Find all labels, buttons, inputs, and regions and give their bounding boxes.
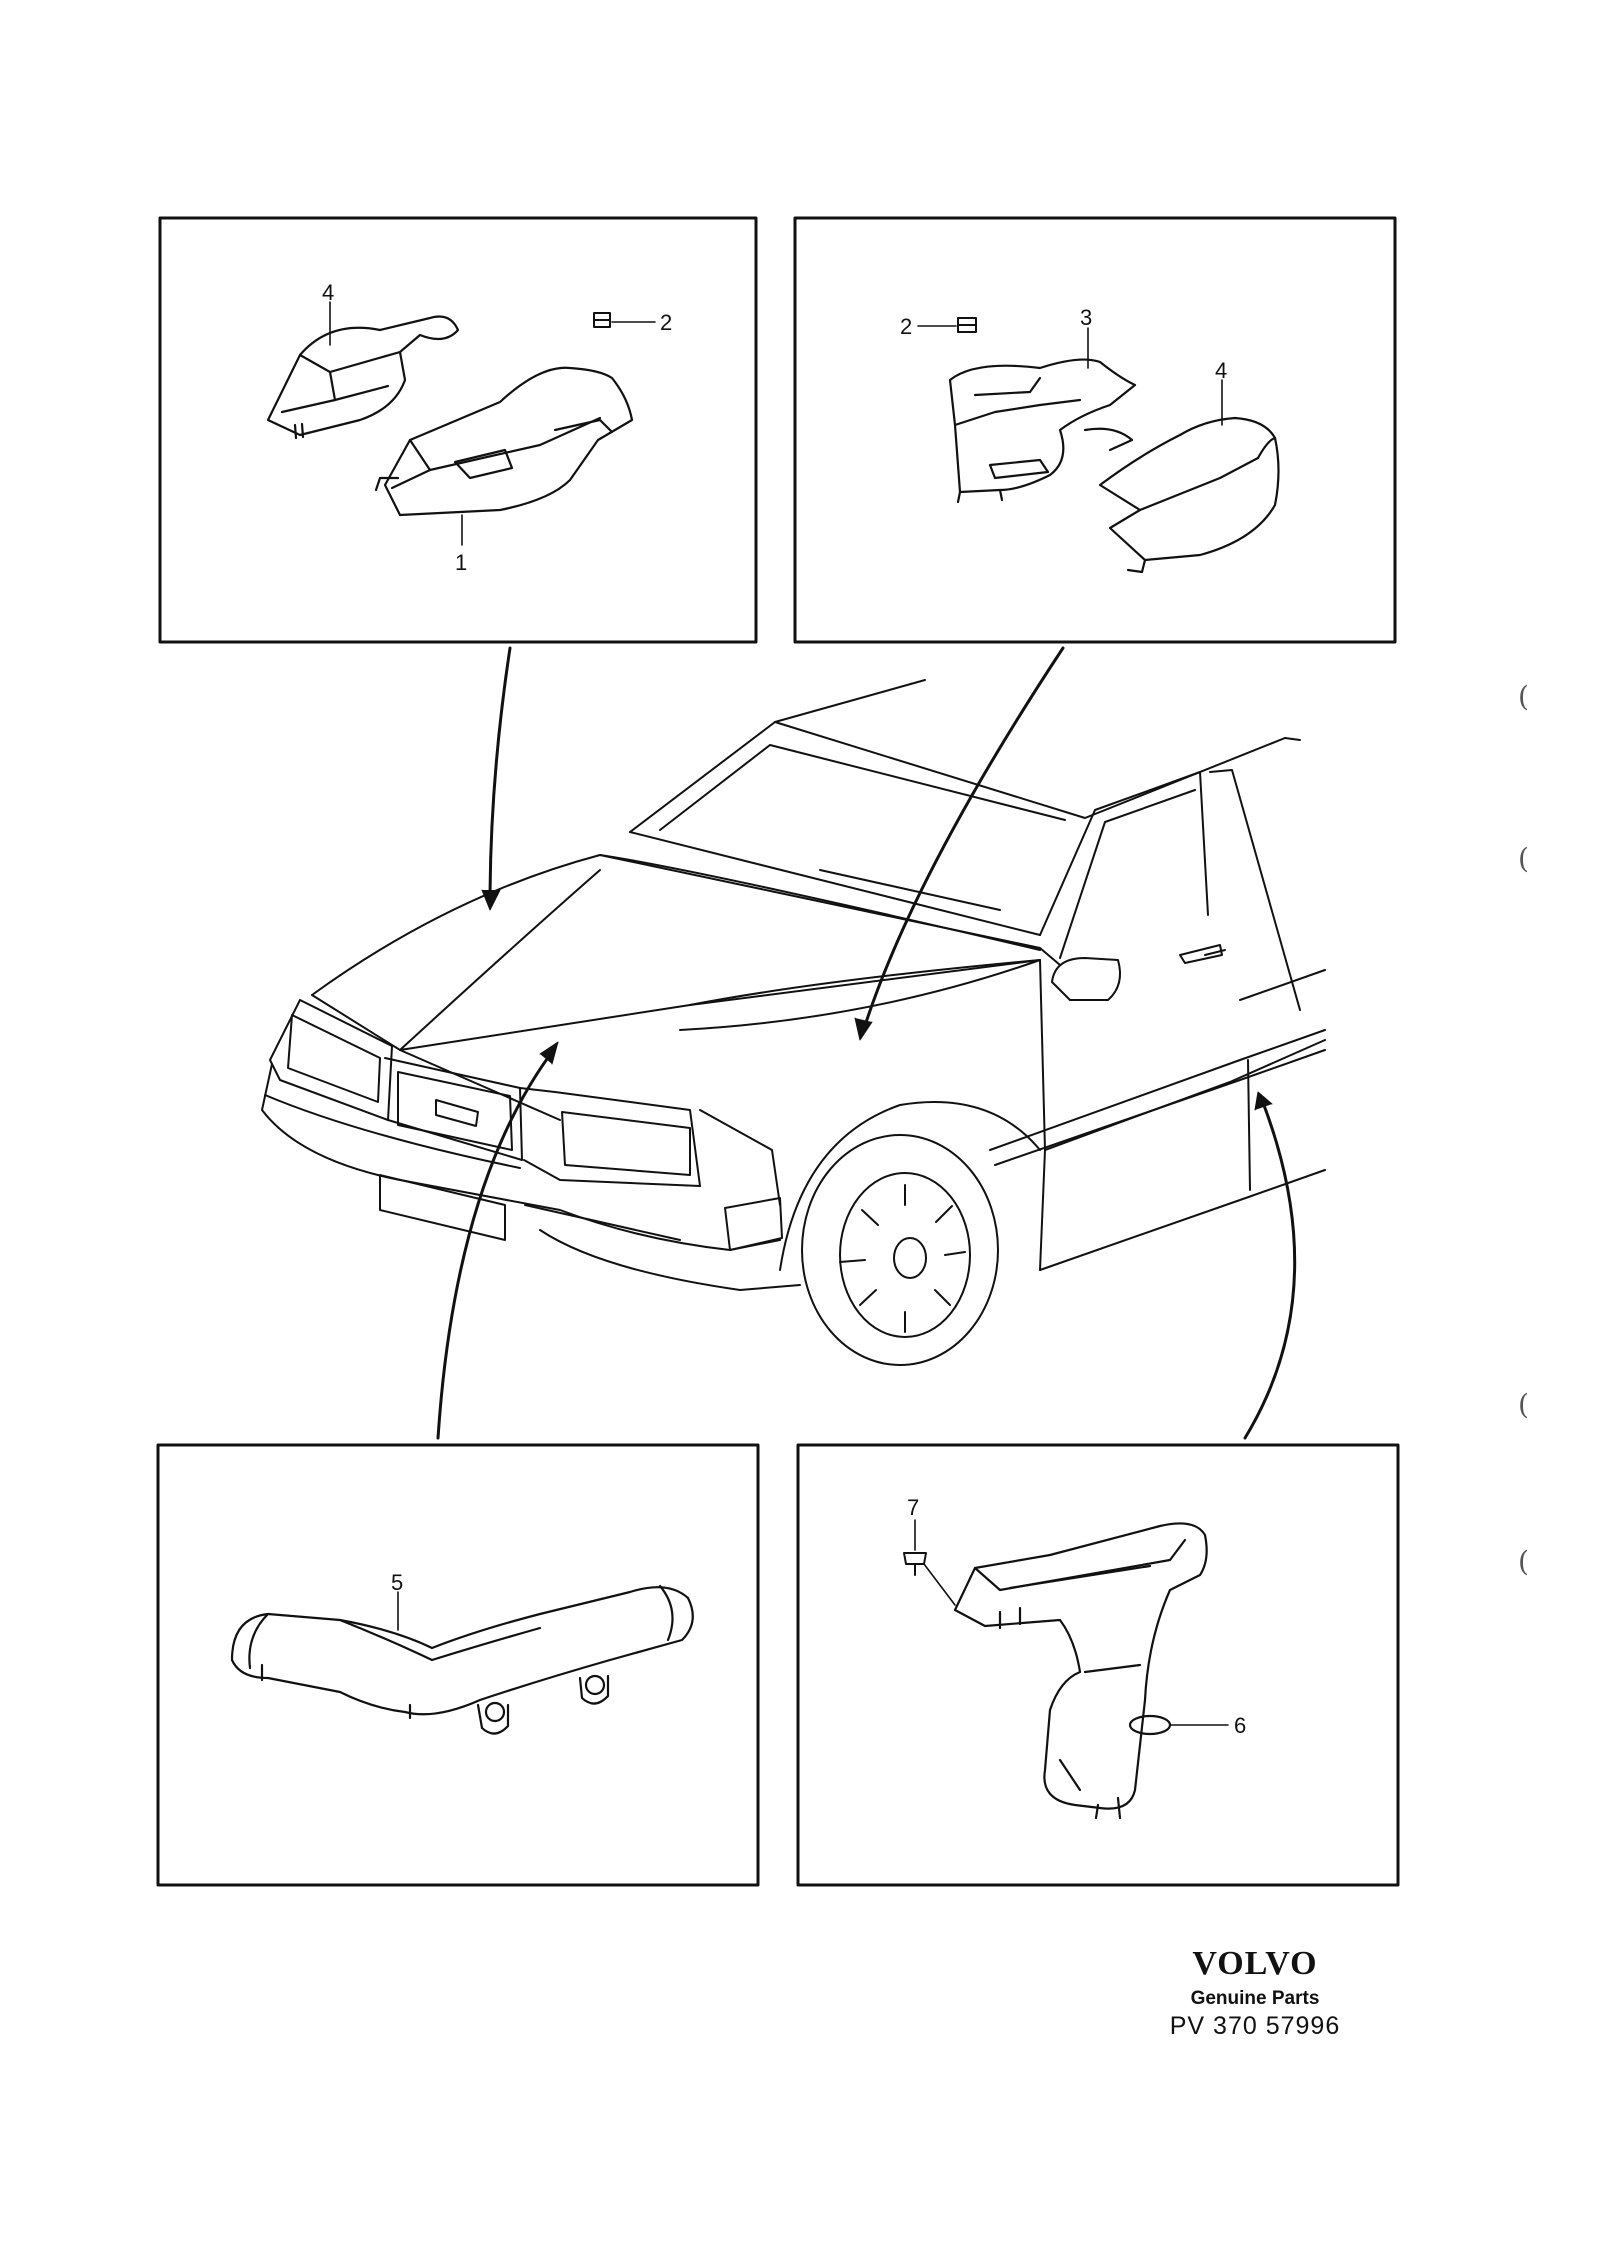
panel3-part5-duct	[230, 1584, 694, 1735]
callout-p4-part6: 6	[1234, 1713, 1246, 1738]
detail-panel-bottom-left	[156, 1443, 760, 1887]
part-number: PV 370 57996	[1169, 2012, 1341, 2040]
panel4-part6-shield	[953, 1522, 1208, 1820]
panel2-part2-nut	[957, 317, 977, 333]
callout-p2-part4: 4	[1215, 358, 1227, 383]
callout-p4-part7: 7	[907, 1495, 919, 1520]
panel1-part2-nut	[593, 312, 611, 328]
callout-p1-part2: 2	[660, 310, 672, 335]
margin-mark: (	[1518, 1545, 1529, 1578]
panel1-part4-shield	[266, 315, 460, 440]
detail-panel-top-left	[158, 216, 758, 644]
margin-mark: (	[1518, 842, 1529, 875]
leader-p4-part7b	[923, 1563, 956, 1606]
callout-p1-part4: 4	[322, 280, 334, 305]
front-wheel	[801, 1134, 999, 1366]
panel2-part4-shield	[1098, 416, 1280, 574]
callout-p2-part2: 2	[900, 314, 912, 339]
callout-p3-part5: 5	[391, 1570, 403, 1595]
brand-logo: VOLVO	[1192, 1945, 1318, 1982]
car-illustration	[261, 679, 1326, 1366]
detail-panel-top-right	[793, 216, 1397, 644]
panel2-part3-shield	[948, 358, 1137, 504]
panel4-part7-clip	[903, 1552, 927, 1576]
detail-panel-bottom-right	[796, 1443, 1400, 1887]
pointer-arrows	[436, 646, 1297, 1440]
margin-mark: (	[1518, 1388, 1529, 1421]
margin-mark: (	[1518, 680, 1529, 713]
callout-p2-part3: 3	[1080, 305, 1092, 330]
brand-subtitle: Genuine Parts	[1190, 1988, 1320, 2009]
callout-p1-part1: 1	[455, 550, 467, 575]
panel1-part1-shield	[374, 366, 634, 517]
